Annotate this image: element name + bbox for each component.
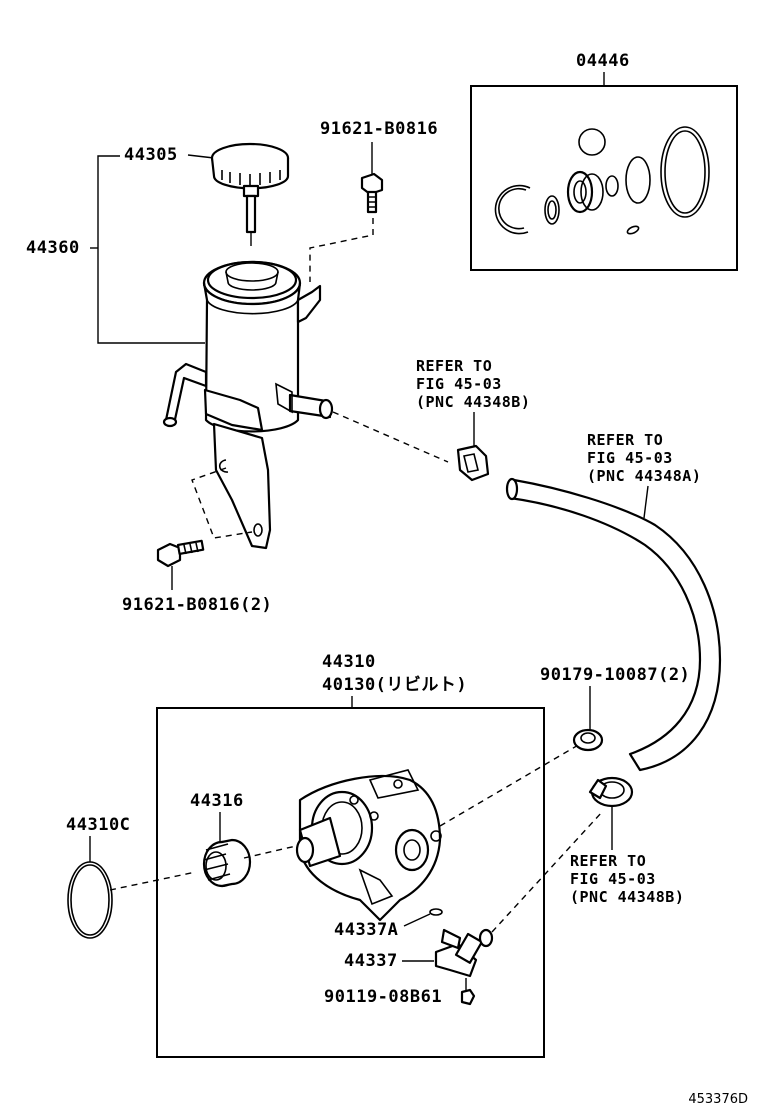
ref1-line1: REFER TO (416, 357, 492, 375)
ref3-line3: (PNC 44348B) (570, 888, 684, 906)
ref1-line3: (PNC 44348B) (416, 393, 530, 411)
oring-44310C[interactable] (67, 861, 113, 939)
label-oring[interactable]: 44310C (66, 815, 130, 835)
union-fitting[interactable] (434, 928, 494, 978)
ref-block-1: REFER TO FIG 45-03 (PNC 44348B) (416, 357, 530, 411)
kit-parts (494, 126, 710, 235)
pump-group: 44310 40130(リビルト) 44316 (109, 652, 603, 1058)
ref3-line2: FIG 45-03 (570, 870, 656, 888)
label-oring-small[interactable]: 44337A (334, 920, 398, 940)
ref-block-2: REFER TO FIG 45-03 (PNC 44348A) (587, 431, 701, 485)
bolt-bottom[interactable] (156, 539, 205, 568)
oring-small[interactable] (429, 908, 443, 916)
power-steering-pump[interactable] (295, 769, 442, 922)
ref2-line2: FIG 45-03 (587, 449, 673, 467)
hose-clip-1[interactable] (456, 444, 490, 482)
reservoir-group: 44305 44360 91621-B0816 (26, 119, 438, 615)
reservoir-cap[interactable] (210, 142, 290, 246)
label-reservoir[interactable]: 44360 (26, 238, 80, 258)
label-union-bolt[interactable]: 90119-08B61 (324, 987, 442, 1007)
label-bolt-bottom[interactable]: 91621-B0816(2) (122, 595, 272, 615)
union-bolt[interactable] (460, 988, 476, 1006)
ref2-line3: (PNC 44348A) (587, 467, 701, 485)
label-kit[interactable]: 04446 (576, 51, 630, 71)
label-bolt-top[interactable]: 91621-B0816 (320, 119, 438, 139)
ref-block-3: REFER TO FIG 45-03 (PNC 44348B) (570, 852, 684, 906)
suction-hose[interactable] (508, 478, 722, 772)
label-cap[interactable]: 44305 (124, 145, 178, 165)
kit-box (470, 85, 738, 271)
label-pulley[interactable]: 44316 (190, 791, 244, 811)
clip-90179[interactable] (572, 728, 604, 752)
label-pump-assy[interactable]: 44310 (322, 652, 376, 672)
pulley-hub[interactable] (202, 838, 252, 888)
pump-box (156, 707, 545, 1058)
bolt-top[interactable] (360, 172, 384, 214)
diagram-code: 453376D (688, 1092, 748, 1107)
ref1-line2: FIG 45-03 (416, 375, 502, 393)
seal-kit-group: 04446 (470, 51, 738, 271)
label-pump-rebuilt[interactable]: 40130(リビルト) (322, 675, 467, 695)
label-clip[interactable]: 90179-10087(2) (540, 665, 690, 685)
label-union[interactable]: 44337 (344, 951, 398, 971)
ref3-line1: REFER TO (570, 852, 646, 870)
reservoir-tank[interactable] (162, 260, 334, 550)
hose-clip-2[interactable] (588, 776, 634, 808)
ref2-line1: REFER TO (587, 431, 663, 449)
